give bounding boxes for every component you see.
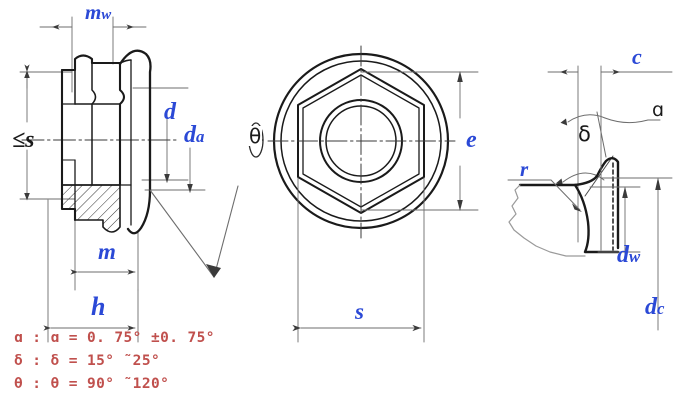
label-s: s bbox=[355, 299, 364, 324]
label-h: h bbox=[91, 292, 106, 321]
detail-view bbox=[507, 65, 673, 331]
label-e: e bbox=[466, 127, 477, 153]
label-d-c: dc bbox=[645, 294, 665, 320]
section-view bbox=[19, 16, 239, 343]
label-theta: θ bbox=[248, 124, 263, 148]
label-m-w: mw bbox=[85, 0, 112, 24]
plan-view bbox=[248, 45, 479, 343]
label-alpha: ɑ bbox=[652, 99, 665, 121]
label-delta: δ bbox=[578, 122, 591, 146]
note-theta: θ : θ = 90° ˜120° bbox=[14, 376, 170, 392]
label-m: m bbox=[98, 239, 116, 264]
label-s-max: ≤s bbox=[12, 127, 35, 153]
label-r: r bbox=[520, 157, 529, 181]
label-c: c bbox=[632, 44, 642, 69]
angle-notes: ɑ : ɑ = 0. 75° ±0. 75° δ : δ = 15° ˜25° … bbox=[14, 330, 215, 399]
note-alpha: ɑ : ɑ = 0. 75° ±0. 75° bbox=[14, 330, 215, 346]
note-delta: δ : δ = 15° ˜25° bbox=[14, 353, 161, 369]
label-d-a: da bbox=[184, 122, 205, 148]
label-d-w: dw bbox=[617, 242, 641, 268]
label-d: d bbox=[164, 99, 176, 125]
